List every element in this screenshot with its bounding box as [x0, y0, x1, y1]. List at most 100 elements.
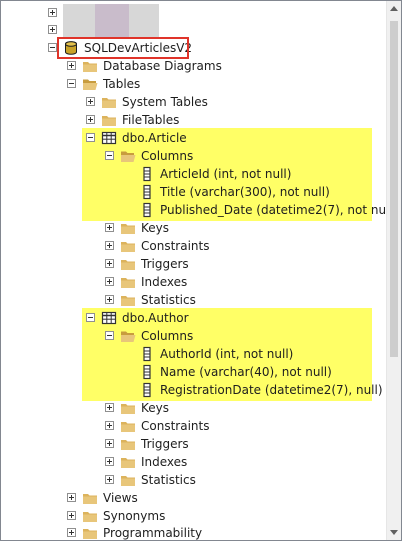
- collapse-icon[interactable]: [105, 331, 114, 340]
- expand-icon[interactable]: [67, 61, 76, 70]
- expand-icon[interactable]: [105, 457, 114, 466]
- node-label: Keys: [141, 401, 170, 415]
- folder-icon: [82, 58, 98, 74]
- folder-icon: [120, 238, 136, 254]
- tree-node-column[interactable]: AuthorId (int, not null): [1, 345, 387, 363]
- tree-node-database-diagrams[interactable]: Database Diagrams: [1, 57, 387, 75]
- expand-icon[interactable]: [105, 439, 114, 448]
- tree-node-author-table[interactable]: dbo.Author: [1, 309, 387, 327]
- column-label: AuthorId (int, not null): [160, 347, 294, 361]
- column-label: Published_Date (datetime2(7), not null): [160, 203, 398, 217]
- node-label: Synonyms: [103, 509, 166, 523]
- tree-node-author-indexes[interactable]: Indexes: [1, 453, 387, 471]
- table-icon: [101, 130, 117, 146]
- scroll-down-icon[interactable]: [390, 530, 398, 535]
- column-icon: [139, 184, 155, 200]
- folder-icon: [120, 454, 136, 470]
- tree-node-article-triggers[interactable]: Triggers: [1, 255, 387, 273]
- collapse-icon[interactable]: [48, 43, 57, 52]
- tree-node-author-columns[interactable]: Columns: [1, 327, 387, 345]
- folder-icon: [120, 292, 136, 308]
- node-label: Views: [103, 491, 138, 505]
- node-label: Constraints: [141, 419, 210, 433]
- tree-node-article-table[interactable]: dbo.Article: [1, 129, 387, 147]
- tree-node-article-keys[interactable]: Keys: [1, 219, 387, 237]
- node-label: Keys: [141, 221, 170, 235]
- node-label: Programmability: [103, 526, 203, 540]
- author-highlight: [82, 308, 372, 401]
- tree-node-column[interactable]: Name (varchar(40), not null): [1, 363, 387, 381]
- expand-icon[interactable]: [67, 511, 76, 520]
- column-icon: [139, 166, 155, 182]
- collapse-icon[interactable]: [105, 151, 114, 160]
- expand-icon[interactable]: [105, 223, 114, 232]
- column-icon: [139, 364, 155, 380]
- node-label: Database Diagrams: [103, 59, 222, 73]
- tree-node-article-columns[interactable]: Columns: [1, 147, 387, 165]
- expand-icon[interactable]: [48, 25, 57, 34]
- tree-node-article-indexes[interactable]: Indexes: [1, 273, 387, 291]
- expand-icon[interactable]: [105, 421, 114, 430]
- expand-icon[interactable]: [105, 295, 114, 304]
- tree-node-system-tables[interactable]: System Tables: [1, 93, 387, 111]
- expand-icon[interactable]: [48, 8, 57, 17]
- tree-node-author-statistics[interactable]: Statistics: [1, 471, 387, 489]
- tree-node-views[interactable]: Views: [1, 489, 387, 507]
- column-label: Name (varchar(40), not null): [160, 365, 332, 379]
- expand-icon[interactable]: [105, 403, 114, 412]
- database-label: SQLDevArticlesV2: [84, 41, 193, 55]
- folder-icon: [120, 274, 136, 290]
- column-label: Title (varchar(300), not null): [160, 185, 330, 199]
- tree-node-column[interactable]: ArticleId (int, not null): [1, 165, 387, 183]
- node-label: Triggers: [141, 437, 189, 451]
- expand-icon[interactable]: [67, 528, 76, 537]
- expand-icon[interactable]: [105, 475, 114, 484]
- column-label: ArticleId (int, not null): [160, 167, 292, 181]
- tree-node-article-statistics[interactable]: Statistics: [1, 291, 387, 309]
- folder-icon: [120, 256, 136, 272]
- node-label: Columns: [141, 329, 194, 343]
- expand-icon[interactable]: [105, 277, 114, 286]
- node-label: Statistics: [141, 293, 196, 307]
- node-label: Columns: [141, 149, 194, 163]
- folder-icon: [82, 490, 98, 506]
- tree-row[interactable]: [1, 21, 387, 39]
- tree-node-database[interactable]: SQLDevArticlesV2: [1, 39, 387, 57]
- expand-icon[interactable]: [105, 241, 114, 250]
- node-label: dbo.Author: [122, 311, 189, 325]
- expand-icon[interactable]: [86, 97, 95, 106]
- folder-icon: [101, 94, 117, 110]
- vertical-scrollbar[interactable]: [386, 1, 401, 540]
- tree-node-programmability[interactable]: Programmability: [1, 524, 387, 540]
- tree-node-column[interactable]: Title (varchar(300), not null): [1, 183, 387, 201]
- scroll-up-icon[interactable]: [390, 6, 398, 11]
- folder-icon: [120, 220, 136, 236]
- tree-node-filetables[interactable]: FileTables: [1, 111, 387, 129]
- node-label: Indexes: [141, 275, 188, 289]
- folder-icon: [120, 328, 136, 344]
- tree-node-author-triggers[interactable]: Triggers: [1, 435, 387, 453]
- column-icon: [139, 382, 155, 398]
- folder-icon: [120, 472, 136, 488]
- expand-icon[interactable]: [105, 259, 114, 268]
- collapse-icon[interactable]: [86, 133, 95, 142]
- expand-icon[interactable]: [67, 493, 76, 502]
- tree-node-column[interactable]: RegistrationDate (datetime2(7), null): [1, 381, 387, 399]
- node-label: Statistics: [141, 473, 196, 487]
- collapse-icon[interactable]: [67, 79, 76, 88]
- column-icon: [139, 346, 155, 362]
- tree-node-synonyms[interactable]: Synonyms: [1, 507, 387, 525]
- tree-node-author-keys[interactable]: Keys: [1, 399, 387, 417]
- expand-icon[interactable]: [86, 115, 95, 124]
- tree-node-column[interactable]: Published_Date (datetime2(7), not null): [1, 201, 397, 219]
- tree-node-author-constraints[interactable]: Constraints: [1, 417, 387, 435]
- tree-row[interactable]: [1, 4, 387, 22]
- tree-node-tables[interactable]: Tables: [1, 75, 387, 93]
- node-label: Triggers: [141, 257, 189, 271]
- node-label: Constraints: [141, 239, 210, 253]
- tree-node-article-constraints[interactable]: Constraints: [1, 237, 387, 255]
- scrollbar-thumb[interactable]: [390, 21, 398, 357]
- collapse-icon[interactable]: [86, 313, 95, 322]
